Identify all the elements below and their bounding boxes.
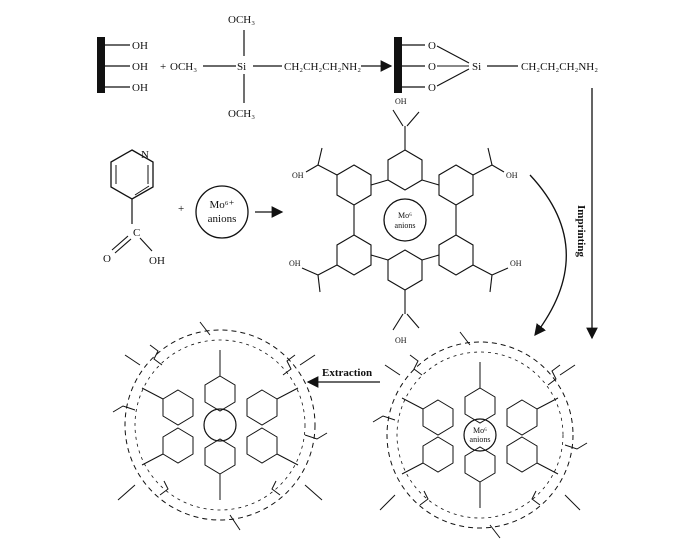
complex-mo-label: anions (395, 221, 416, 230)
mo-anion-template: Mo⁶⁺ anions (195, 185, 249, 239)
complex-oh-label: OH (395, 336, 407, 345)
plus-sign: + (178, 203, 184, 215)
imprinted-mo-label: anions (470, 435, 491, 444)
silica-surface-bar (97, 37, 105, 93)
silicon-label: Si (472, 61, 481, 73)
empty-imprinted-cavity (203, 408, 237, 442)
oxygen-label: O (428, 82, 436, 94)
carbon-label: C (133, 227, 140, 239)
functionalized-silica-product: O O O Si CH₂CH₂CH₂NH₂ (394, 37, 598, 94)
particle-shell (386, 341, 574, 529)
mo-anion-label: anions (208, 213, 237, 225)
hydroxyl-label: OH (149, 255, 165, 267)
nitrogen-label: N (141, 149, 149, 161)
aminopropyl-label: CH₂CH₂CH₂NH₂ (284, 61, 361, 73)
aminopropyl-label: CH₂CH₂CH₂NH₂ (521, 61, 598, 73)
imprinting-label: Imprinting (575, 205, 587, 257)
surface-oh-label: OH (132, 82, 148, 94)
imprinted-mo-label: Mo⁶ (473, 426, 487, 435)
complex-mo-label: Mo⁶ (398, 211, 412, 220)
complex-oh-label: OH (506, 171, 518, 180)
aptms-molecule: OCH₃ Si OCH₃ OCH₃ CH₂CH₂CH₂NH₂ (170, 14, 361, 120)
complex-oh-label: OH (395, 97, 407, 106)
extraction-label: Extraction (322, 367, 372, 379)
surface-oh-label: OH (132, 61, 148, 73)
mo-ligand-complex (301, 109, 509, 331)
particle-shell (124, 329, 316, 521)
oxygen-label: O (428, 61, 436, 73)
imprinted-particle (372, 331, 588, 539)
complex-oh-label: OH (510, 259, 522, 268)
plus-sign: + (160, 61, 166, 73)
methoxy-label-top: OCH₃ (228, 14, 255, 26)
surface-oh-label: OH (132, 40, 148, 52)
carbonyl-oxygen-label: O (103, 253, 111, 265)
methoxy-label-bottom: OCH₃ (228, 108, 255, 120)
imprinted-mo-center (463, 418, 497, 452)
complex-oh-label: OH (289, 259, 301, 268)
methoxy-label-left: OCH₃ (170, 61, 197, 73)
mo-anion-circle (195, 185, 249, 239)
silicon-label: Si (237, 61, 246, 73)
extracted-particle (112, 321, 328, 531)
complex-mo-center (383, 198, 427, 242)
oxygen-label: O (428, 40, 436, 52)
silica-surface-bar (394, 37, 402, 93)
complex-oh-label: OH (292, 171, 304, 180)
isonicotinic-acid-molecule: N C O OH (103, 149, 165, 267)
mo-anion-label: Mo⁶⁺ (210, 199, 235, 211)
imprinting-arrow (529, 174, 567, 337)
silica-surface-reactant: OH OH OH (97, 37, 148, 94)
